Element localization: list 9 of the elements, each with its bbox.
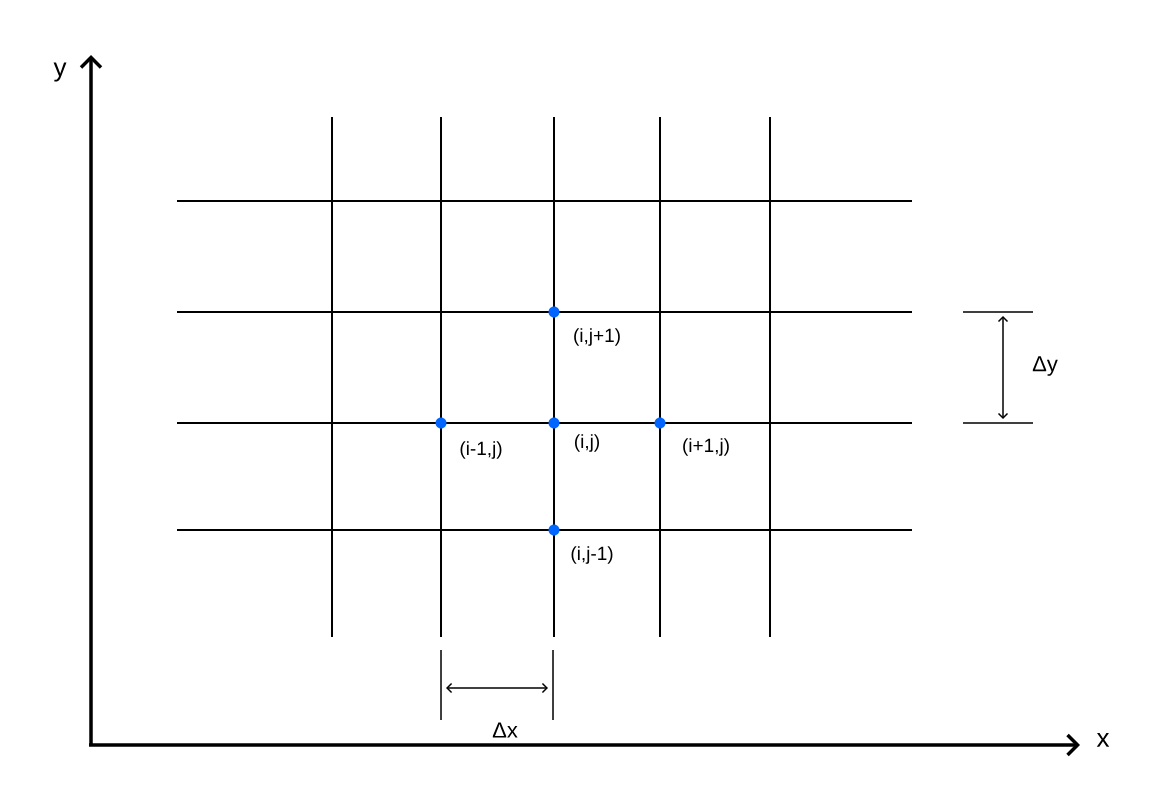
axis-label: y: [53, 62, 67, 82]
point-label: (i-1,j): [460, 441, 502, 459]
axis-label: x: [1096, 733, 1110, 747]
point-label: (i+1,j): [683, 438, 729, 456]
point-label: (i,j-1): [571, 546, 613, 564]
point-label: (i,j): [575, 434, 599, 452]
point-label: (i,j+1): [574, 328, 620, 346]
dimension-label: Δy: [1032, 356, 1058, 376]
dimension-label: Δx: [492, 722, 518, 738]
